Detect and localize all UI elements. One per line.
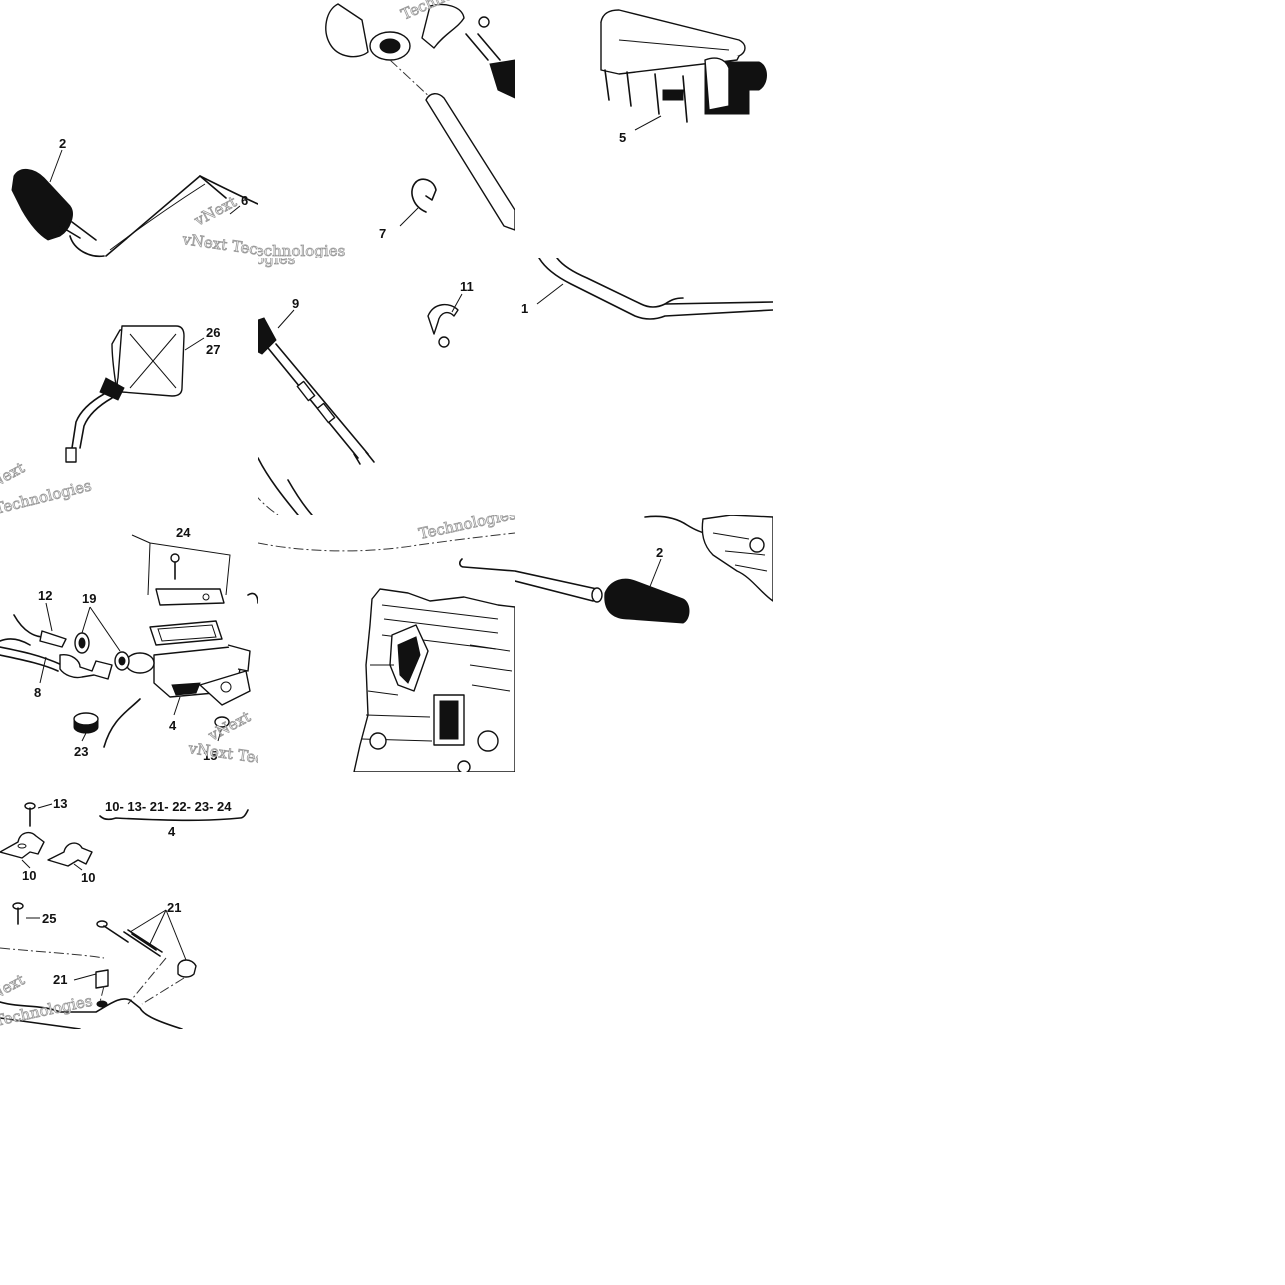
label-cable-guide: 11 (460, 279, 474, 294)
label-clamp-b: 10 (81, 870, 95, 885)
label-screw-13: 13 (53, 796, 67, 811)
leader-21c (165, 909, 187, 961)
label-hose-top: 6 (241, 193, 248, 208)
left-grip-shape (11, 169, 258, 258)
tile-throttle-cable: 9 11 Technologies (258, 258, 515, 515)
label-lever-parts-top: 21 (167, 900, 181, 915)
leader-10a (21, 859, 31, 869)
cover-drawing: 5 (600, 9, 767, 145)
watermark-fragment: Technologies (258, 258, 295, 268)
leader-26 (184, 337, 205, 351)
leader-2-right (648, 558, 662, 590)
leader-23 (81, 732, 87, 742)
tile-switch-assembly: 7 Technologies Technologies (258, 0, 515, 258)
label-nut: 15 (203, 748, 217, 763)
label-screw-25: 25 (42, 911, 56, 926)
label-clamp-a: 10 (22, 868, 36, 883)
leader-7 (399, 207, 419, 227)
leader-11 (451, 293, 463, 313)
tile-left-grip: 2 6 vNext Technologies vNext (0, 0, 258, 258)
leader-21b (149, 909, 167, 945)
switch-assembly-drawing: 7 Technologies Technologies (258, 0, 515, 258)
watermark-brand: vNext (205, 708, 254, 745)
watermark-text: vNext Technologies (180, 230, 258, 258)
label-banjo-bolt: 12 (38, 588, 52, 603)
label-cap: 23 (74, 744, 88, 759)
switch-housing-shape (325, 3, 515, 231)
label-mirror-b: 27 (206, 342, 220, 357)
tile-right-grip: 2 (515, 515, 773, 772)
leader-6 (229, 205, 241, 215)
label-grip-left: 2 (59, 136, 66, 151)
label-lever-parts-left: 21 (53, 972, 67, 987)
label-mirror-a: 26 (206, 325, 220, 340)
watermark-word: Technologies (0, 476, 93, 515)
tile-mirror: 26 27 vNext Technologies (0, 258, 258, 515)
leader-2 (49, 149, 63, 183)
mirror-shape (65, 325, 185, 463)
engine-shape (258, 532, 515, 772)
leader-9 (277, 309, 295, 329)
throttle-cable-drawing: 9 11 Technologies (258, 258, 474, 515)
watermark-fragment: Technologies (258, 242, 345, 258)
watermark-text: vNext Technologies (186, 739, 258, 772)
leader-12 (45, 602, 53, 632)
leader-21a (129, 909, 167, 933)
watermark-word: Technologies (0, 992, 94, 1029)
engine-drawing: Technologies (258, 515, 515, 772)
left-grip-drawing: 2 6 vNext Technologies vNext (11, 136, 258, 258)
leader-8 (39, 656, 47, 684)
leader-10b (73, 863, 83, 871)
watermark-brand: vNext (0, 459, 28, 496)
right-grip-drawing: 2 (515, 515, 773, 624)
lever-hardware-shape (0, 802, 249, 1029)
leader-1 (536, 283, 564, 305)
label-throttle-cable: 9 (292, 296, 299, 311)
leader-21d (73, 973, 97, 981)
cover-shape (600, 9, 767, 123)
handlebar-drawing: 1 (521, 258, 773, 320)
leader-5 (634, 115, 662, 131)
label-master-cylinder: 4 (169, 718, 177, 733)
tile-engine: Technologies (258, 515, 515, 772)
throttle-cable-shape (258, 303, 459, 515)
leader-19b (89, 606, 121, 652)
master-cylinder-drawing: 24 12 19 8 4 23 15 vNext Technologies vN… (0, 525, 258, 772)
tile-cover: 5 (515, 0, 773, 258)
leader-13 (37, 803, 53, 809)
lever-hardware-drawing: 13 10- 13- 21- 22- 23- 24 4 10 10 25 21 … (0, 796, 249, 1029)
tile-master-cylinder: 24 12 19 8 4 23 15 vNext Technologies vN… (0, 515, 258, 772)
label-grip-right: 2 (656, 545, 663, 560)
tile-handlebar: 1 (515, 258, 773, 515)
watermark-brand: vNext (191, 193, 240, 230)
label-hose: 8 (34, 685, 41, 700)
label-washers: 19 (82, 591, 96, 606)
leader-4 (173, 696, 181, 716)
label-reservoir-cap-screw: 24 (176, 525, 191, 540)
watermark-word: Technologies (417, 515, 515, 543)
label-clip: 7 (379, 226, 386, 241)
handlebar-shape (538, 258, 773, 320)
label-cover: 5 (619, 130, 626, 145)
label-kit-number: 4 (168, 824, 176, 839)
leader-19a (81, 606, 91, 634)
right-grip-shape (515, 515, 773, 624)
tile-lever-hardware: 13 10- 13- 21- 22- 23- 24 4 10 10 25 21 … (0, 772, 258, 1029)
master-cylinder-shape (0, 534, 258, 748)
mirror-drawing: 26 27 vNext Technologies (0, 325, 220, 515)
leader-15 (217, 726, 223, 742)
label-kit-list: 10- 13- 21- 22- 23- 24 (105, 799, 232, 814)
label-handlebar: 1 (521, 301, 528, 316)
